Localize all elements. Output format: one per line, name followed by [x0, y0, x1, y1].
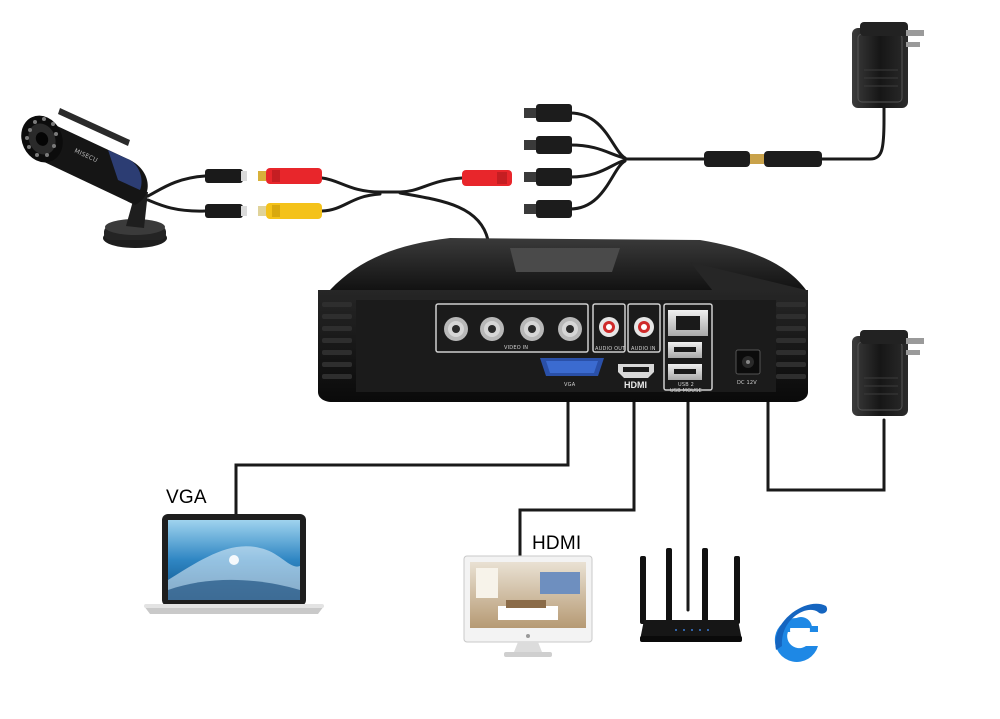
dc-power-cable	[766, 391, 886, 492]
power-adapter-icon-2	[852, 330, 924, 416]
camera-icon	[21, 108, 167, 248]
monitor-icon	[463, 555, 593, 657]
power-adapter-icon	[852, 22, 924, 108]
internet-explorer-icon	[774, 603, 828, 662]
dvr-device-icon	[318, 238, 808, 402]
camera-pigtail-cable-2	[146, 198, 207, 213]
cables	[146, 103, 886, 612]
hdmi-cable	[518, 386, 636, 559]
video-in-label: VIDEO IN	[504, 345, 528, 351]
adapter-cable-top	[820, 103, 886, 161]
usb1-port-label: USB 2	[678, 382, 694, 388]
splitter-cable-1	[568, 111, 627, 160]
splitter-cable-2	[568, 143, 627, 160]
hdmi-label: HDMI	[532, 533, 582, 554]
vga-cable	[234, 382, 570, 517]
video-cable	[320, 176, 464, 194]
usb2-port-label: USB MOUSE	[670, 388, 702, 394]
video-cable-2	[320, 192, 382, 213]
audio-out-label: AUDIO OUT	[595, 346, 626, 352]
power-splitter	[524, 104, 822, 218]
dc-port-label: DC 12V	[737, 380, 757, 386]
splitter-cable-3	[568, 158, 627, 179]
camera-pigtail-cable	[146, 174, 207, 198]
vga-label: VGA	[166, 487, 207, 508]
hdmi-port-label: HDMI	[624, 380, 647, 390]
laptop-icon	[144, 514, 324, 614]
video-cable-to-dvr	[398, 191, 490, 260]
vga-port-label: VGA	[564, 382, 576, 388]
router-icon	[640, 548, 742, 642]
audio-in-label: AUDIO IN	[631, 346, 656, 352]
bnc-ports	[444, 317, 582, 341]
splitter-cable-4	[568, 159, 627, 211]
